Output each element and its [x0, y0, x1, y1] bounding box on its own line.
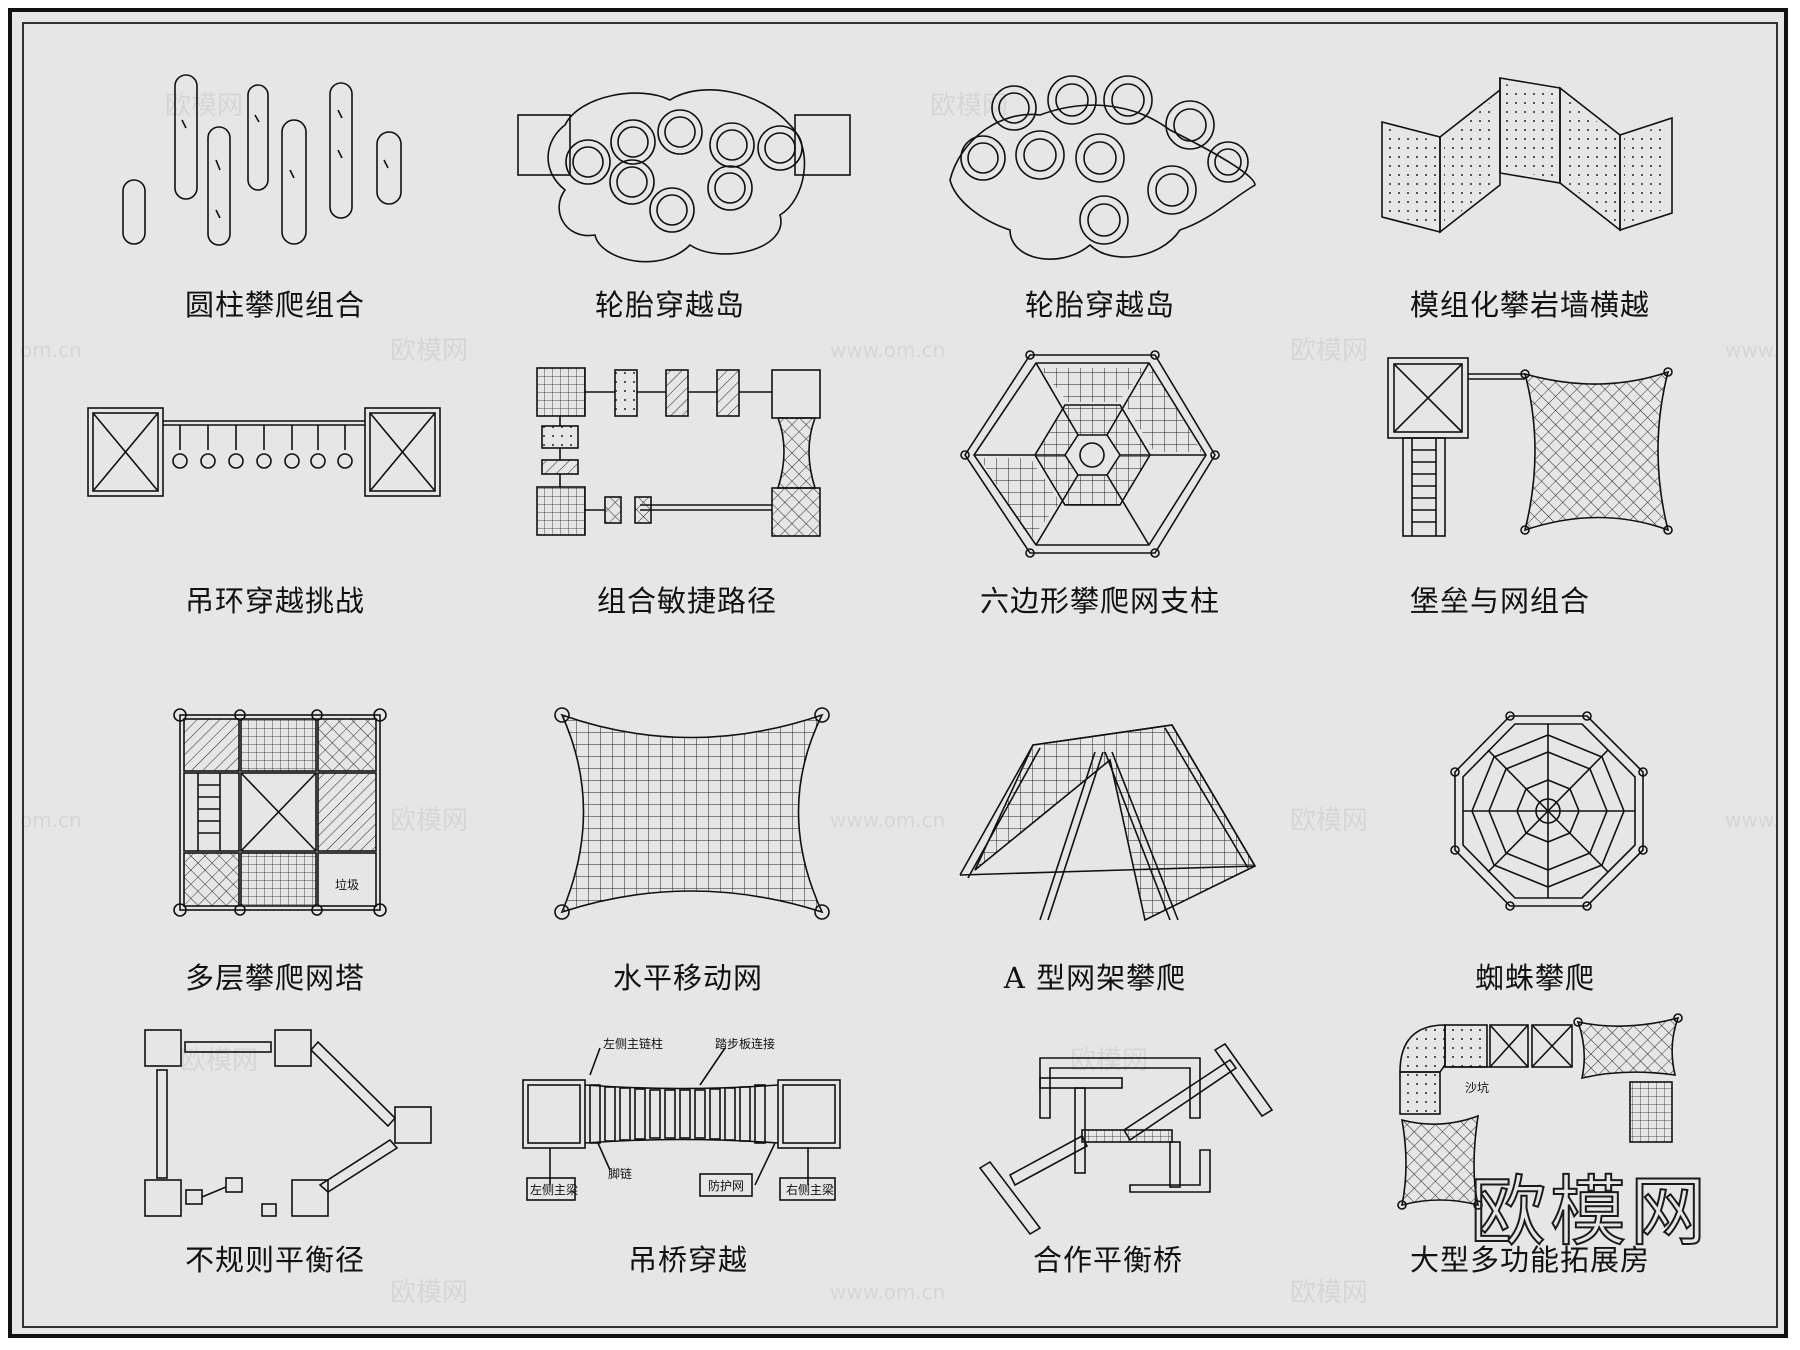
caption-agility-path: 组合敏捷路径 — [596, 584, 777, 618]
annotation-sandpit: 沙坑 — [1465, 1080, 1489, 1095]
drawing-agility-path — [536, 367, 821, 537]
caption-multi-function-house: 大型多功能拓展房 — [1409, 1243, 1650, 1277]
drawing-horizontal-net — [554, 707, 830, 920]
outer-frame — [8, 8, 1788, 1338]
drawing-hexagon-net — [960, 350, 1220, 558]
caption-cylinder-climb: 圆柱攀爬组合 — [184, 288, 365, 322]
caption-ring-traverse: 吊环穿越挑战 — [184, 584, 365, 618]
drawing-irregular-balance — [144, 1029, 432, 1217]
caption-multi-layer-tower: 多层攀爬网塔 — [184, 961, 365, 995]
annotation-step-link: 踏步板连接 — [715, 1036, 775, 1051]
annotation-foot-chain: 脚链 — [608, 1166, 632, 1181]
drawing-tire-island-2 — [949, 75, 1256, 260]
annotation-left-beam: 左侧主梁 — [530, 1182, 578, 1197]
drawing-a-frame-net — [959, 724, 1257, 922]
annotation-left-post: 左侧主链柱 — [603, 1036, 663, 1051]
drawing-fort-net — [1387, 357, 1673, 537]
drawing-multi-layer-tower — [173, 708, 387, 917]
caption-hexagon-net: 六边形攀爬网支柱 — [979, 584, 1220, 618]
caption-spider-climb: 蜘蛛攀爬 — [1474, 961, 1595, 995]
inner-frame — [22, 22, 1778, 1328]
watermark-logo-large: 欧模网 — [1469, 1166, 1710, 1257]
caption-horizontal-net: 水平移动网 — [612, 961, 763, 995]
annotation-right-beam: 右侧主梁 — [786, 1182, 834, 1197]
bridge-annotations: 左侧主链柱 踏步板连接 脚链 左侧主梁 防护网 右侧主梁 — [530, 1036, 834, 1197]
drawing-cooperative-bridge — [978, 1042, 1274, 1236]
caption-tire-island-1: 轮胎穿越岛 — [594, 288, 745, 322]
drawing-multi-function-house — [1397, 1013, 1683, 1210]
caption-a-frame-net: A 型网架攀爬 — [1003, 961, 1187, 995]
caption-irregular-balance: 不规则平衡径 — [184, 1243, 365, 1277]
drawing-tire-island-1 — [517, 89, 851, 263]
annotation-bin: 垃圾 — [335, 877, 359, 892]
caption-suspension-bridge: 吊桥穿越 — [627, 1243, 748, 1277]
drawing-suspension-bridge — [522, 1047, 841, 1201]
drawing-spider-climb — [1450, 711, 1648, 911]
drawing-modular-climb-wall — [1381, 77, 1673, 234]
caption-modular-climb-wall: 模组化攀岩墙横越 — [1409, 288, 1650, 322]
drawing-cylinder-climb — [122, 74, 402, 246]
caption-fort-net: 堡垒与网组合 — [1409, 584, 1590, 618]
caption-tire-island-2: 轮胎穿越岛 — [1024, 288, 1175, 322]
caption-cooperative-bridge: 合作平衡桥 — [1032, 1243, 1183, 1277]
annotation-guard-net: 防护网 — [708, 1178, 744, 1193]
drawing-ring-traverse — [87, 407, 441, 497]
